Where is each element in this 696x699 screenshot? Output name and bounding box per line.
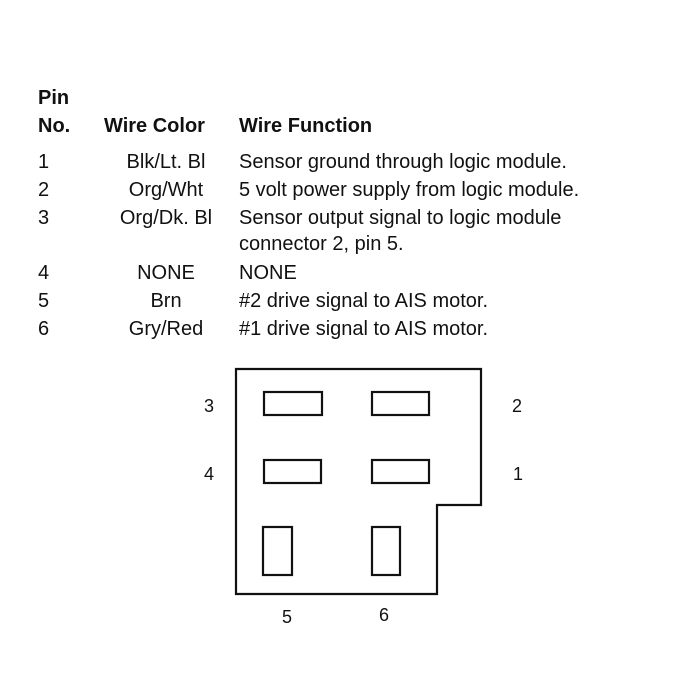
row-1-color: Blk/Lt. Bl bbox=[126, 151, 206, 173]
connector-pin-5-label: 5 bbox=[282, 607, 293, 627]
pin-1-terminal bbox=[370, 458, 431, 485]
connector-pin-4-label: 4 bbox=[204, 464, 215, 484]
row-5-pin: 5 bbox=[38, 290, 50, 312]
connector-pin-6-label: 6 bbox=[379, 605, 390, 625]
row-6-color: Gry/Red bbox=[128, 318, 204, 340]
row-1-pin: 1 bbox=[38, 151, 50, 173]
pin-6-terminal bbox=[370, 525, 402, 577]
pin-4-terminal bbox=[262, 458, 323, 485]
row-4-pin: 4 bbox=[38, 262, 50, 284]
header-wire-color: Wire Color bbox=[104, 115, 205, 137]
header-pin-line2: No. bbox=[38, 115, 71, 137]
header-wire-function: Wire Function bbox=[239, 115, 373, 137]
pin-2-terminal bbox=[370, 390, 431, 417]
row-5-color: Brn bbox=[150, 290, 182, 312]
connector-housing bbox=[234, 367, 483, 596]
pin-5-terminal bbox=[261, 525, 294, 577]
row-2-pin: 2 bbox=[38, 179, 50, 201]
row-1-function: Sensor ground through logic module. bbox=[239, 151, 567, 173]
row-6-pin: 6 bbox=[38, 318, 50, 340]
row-6-function: #1 drive signal to AIS motor. bbox=[239, 318, 489, 340]
connector-pin-2-label: 2 bbox=[512, 396, 523, 416]
connector-pin-1-label: 1 bbox=[513, 464, 524, 484]
connector-pin-3-label: 3 bbox=[204, 396, 215, 416]
row-4-function: NONE bbox=[239, 262, 297, 284]
row-5-function: #2 drive signal to AIS motor. bbox=[239, 290, 489, 312]
row-2-color: Org/Wht bbox=[128, 179, 204, 201]
header-pin-line1: Pin bbox=[38, 87, 70, 109]
row-3-function-line2: connector 2, pin 5. bbox=[239, 233, 404, 255]
row-3-pin: 3 bbox=[38, 207, 50, 229]
row-2-function: 5 volt power supply from logic module. bbox=[239, 179, 580, 201]
row-3-color: Org/Dk. Bl bbox=[119, 207, 213, 229]
row-3-function: Sensor output signal to logic module bbox=[239, 207, 562, 229]
row-4-color: NONE bbox=[137, 262, 195, 284]
pin-3-terminal bbox=[262, 390, 324, 417]
